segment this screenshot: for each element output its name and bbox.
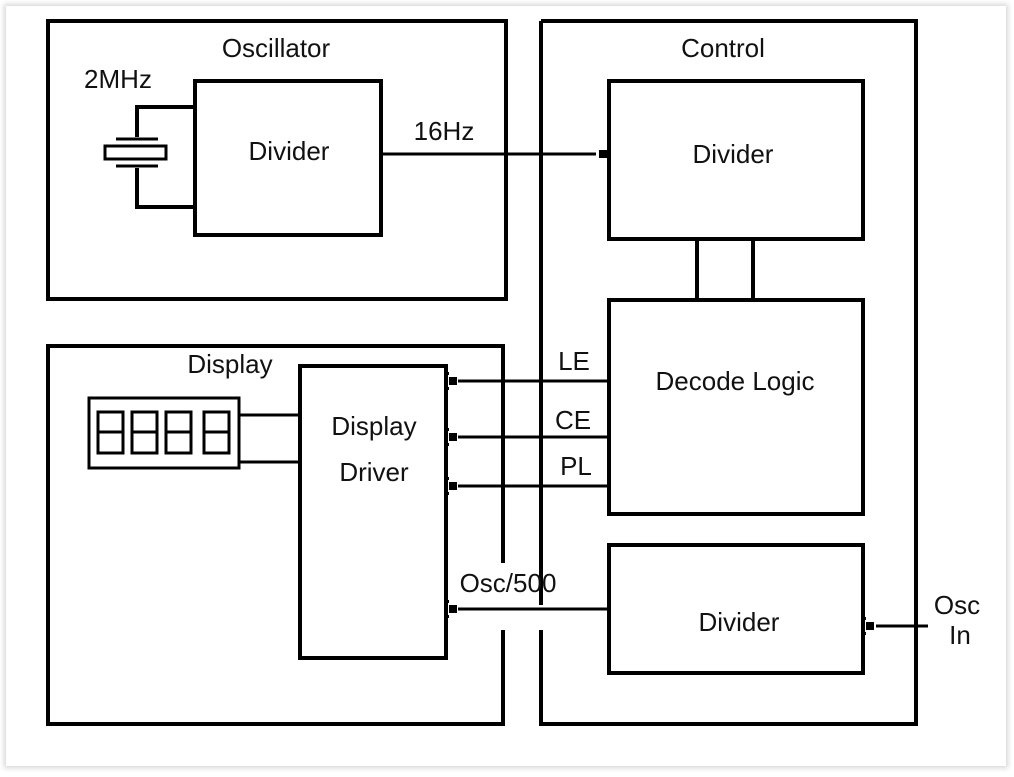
signal-osc-in-label-line1: Osc [934,590,980,620]
signal-osc-in-label-line2: In [949,620,971,650]
oscillator-title: Oscillator [222,33,331,63]
crystal-body [103,144,168,161]
osc-divider-label: Divider [249,136,330,166]
display-driver-block [298,364,448,660]
crystal-label: 2MHz [84,64,152,94]
divider-decode-links [695,239,755,300]
osc-divider-block [193,79,383,237]
oscillator-group-box [46,19,508,301]
display-driver-label-line2: Driver [339,457,409,487]
decode-logic-block [607,298,865,516]
signal-16hz-label: 16Hz [414,116,475,146]
control-group-box [539,19,918,726]
display-title: Display [187,349,272,379]
signal-osc500-label: Osc/500 [460,568,557,598]
ctrl-divider-top-label: Divider [693,139,774,169]
crystal-plates [116,137,158,168]
decode-logic-label: Decode Logic [656,366,815,396]
signal-le-label: LE [558,346,590,376]
signal-pl-label: PL [560,451,592,481]
ctrl-divider-bottom-label: Divider [699,607,780,637]
control-title: Control [681,33,765,63]
crystal-wires [135,105,195,209]
display-group-box [46,344,505,726]
seven-segment-digits [96,410,231,455]
seven-segment-display [87,396,241,470]
display-driver-label-line1: Display [331,411,416,441]
display-connectors [239,413,300,464]
signal-ce-label: CE [555,405,591,435]
